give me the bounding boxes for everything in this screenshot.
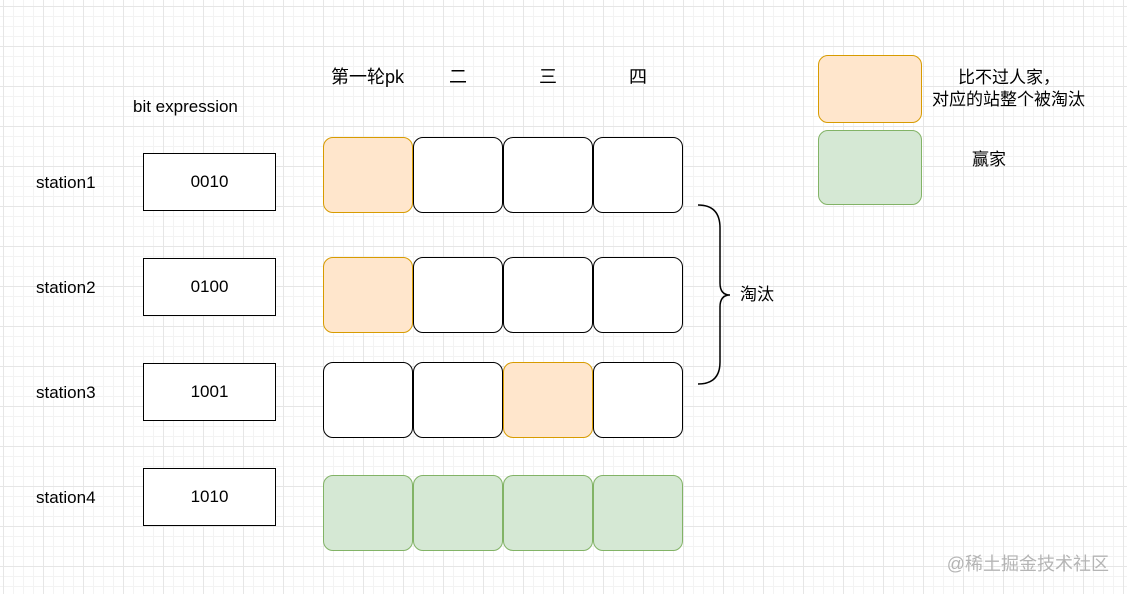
station-4-round-4-cell [593,475,683,551]
legend-win-label: 赢家 [972,150,1006,169]
station-4-round-1-cell [323,475,413,551]
station-2-round-3-cell [503,257,593,333]
station-4-round-3-cell [503,475,593,551]
station-1-bits: 0010 [143,153,276,211]
station-4-bits: 1010 [143,468,276,526]
round-2-header: 二 [449,67,467,87]
station-3-round-3-cell [503,362,593,438]
elimination-brace [697,204,731,385]
watermark: @稀土掘金技术社区 [946,554,1109,574]
station-2-label: station2 [36,278,96,297]
round-1-header: 第一轮pk [331,67,405,87]
station-3-round-1-cell [323,362,413,438]
station-2-round-4-cell [593,257,683,333]
station-1-round-1-cell [323,137,413,213]
station-3-round-4-cell [593,362,683,438]
station-3-round-2-cell [413,362,503,438]
station-1-label: station1 [36,173,96,192]
station-3-bits: 1001 [143,363,276,421]
station-1-round-3-cell [503,137,593,213]
station-2-bits: 0100 [143,258,276,316]
eliminated-label: 淘汰 [740,285,774,304]
round-3-header: 三 [539,67,557,87]
bit-expression-header: bit expression [133,97,238,116]
station-2-round-1-cell [323,257,413,333]
station-3-label: station3 [36,383,96,402]
legend-lose-swatch [818,55,922,123]
station-4-round-2-cell [413,475,503,551]
round-4-header: 四 [629,67,647,87]
station-1-round-2-cell [413,137,503,213]
legend-win-swatch [818,130,922,205]
legend-lose-line-2: 对应的站整个被淘汰 [932,90,1085,109]
station-2-round-2-cell [413,257,503,333]
station-1-round-4-cell [593,137,683,213]
station-4-label: station4 [36,488,96,507]
legend-lose-line-1: 比不过人家， [958,68,1060,87]
